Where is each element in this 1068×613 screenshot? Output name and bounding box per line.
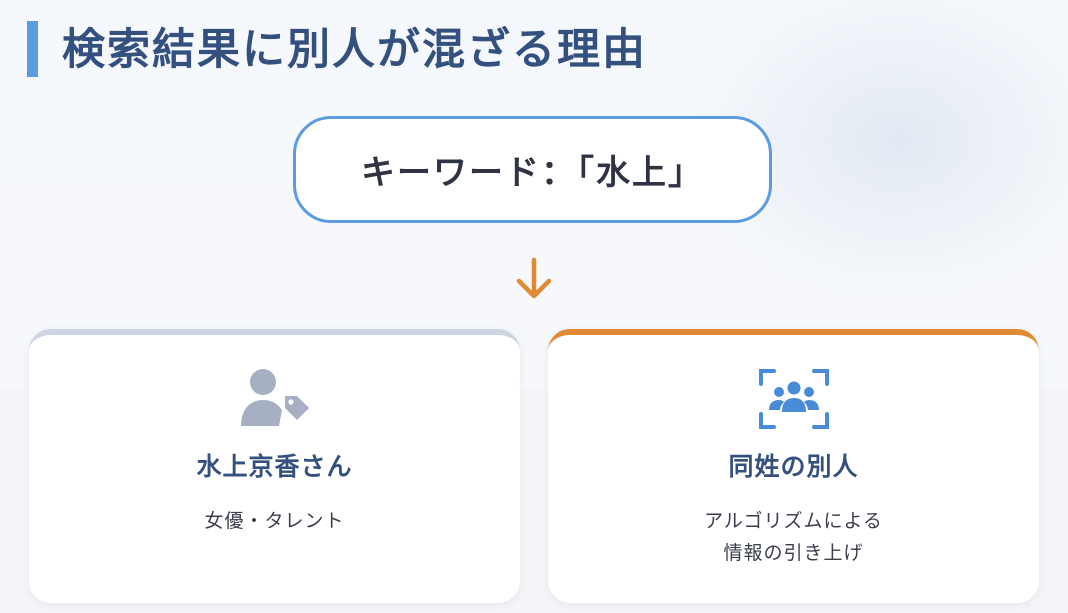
card-title: 同姓の別人	[728, 452, 859, 481]
arrow-down-icon	[516, 257, 552, 299]
group-scan-icon	[758, 369, 829, 429]
card-subtitle: 女優・タレント	[29, 505, 520, 537]
card-title: 水上京香さん	[196, 452, 353, 481]
keyword-box: キーワード：「水上」	[293, 116, 772, 223]
card-other-person: 同姓の別人 アルゴリズムによる 情報の引き上げ	[548, 329, 1039, 603]
person-tag-icon	[240, 369, 309, 426]
card-subtitle: アルゴリズムによる 情報の引き上げ	[548, 505, 1039, 569]
card-subtitle-line: 情報の引き上げ	[723, 542, 864, 564]
card-subtitle-line: アルゴリズムによる	[704, 510, 883, 532]
page-title: 検索結果に別人が混ざる理由	[62, 25, 647, 75]
card-subtitle-line: 女優・タレント	[204, 510, 345, 532]
title-accent-bar	[27, 21, 38, 77]
card-person: 水上京香さん 女優・タレント	[29, 329, 520, 603]
